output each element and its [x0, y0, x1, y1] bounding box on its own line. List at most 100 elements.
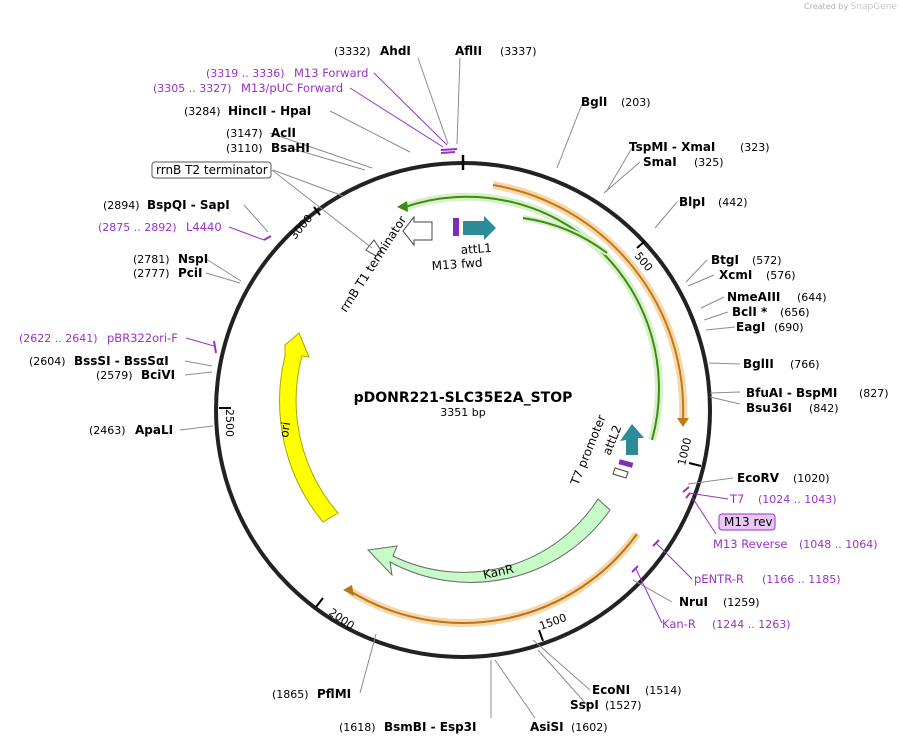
enzyme-ecorv: EcoRV (1020) — [737, 471, 830, 485]
m13rev-feature: M13 rev — [718, 513, 776, 531]
watermark-prefix: Created by — [804, 2, 849, 11]
svg-text:NspI: NspI — [178, 252, 208, 266]
kanr-feature: KanR — [366, 498, 611, 583]
svg-text:(766): (766) — [790, 358, 820, 371]
primer-kanr: Kan-R (1244 .. 1263) — [662, 617, 791, 631]
svg-text:(656): (656) — [780, 306, 810, 319]
green-feature-arc-inner — [522, 215, 609, 256]
primer-m13forward: (3319 .. 3336) M13 Forward — [206, 66, 368, 80]
svg-text:(1259): (1259) — [723, 596, 760, 609]
svg-text:(1020): (1020) — [793, 472, 830, 485]
primer-pbr322ori: (2622 .. 2641) pBR322ori-F — [19, 331, 178, 345]
svg-text:(842): (842) — [809, 402, 839, 415]
svg-text:(442): (442) — [718, 196, 748, 209]
svg-text:(1166 .. 1185): (1166 .. 1185) — [762, 573, 841, 586]
svg-text:1000: 1000 — [675, 436, 694, 466]
svg-text:(2463): (2463) — [89, 424, 126, 437]
svg-text:(1514): (1514) — [645, 684, 682, 697]
svg-text:(3147): (3147) — [226, 127, 263, 140]
enzyme-bsu36i: Bsu36I (842) — [746, 401, 839, 415]
attl1-feature: attL1 M13 fwd — [431, 216, 496, 273]
enzyme-bgli: BglI (203) — [581, 95, 651, 109]
svg-text:BfuAI - BspMI: BfuAI - BspMI — [746, 386, 837, 400]
svg-text:(2604): (2604) — [29, 355, 66, 368]
ori-label: ori — [277, 421, 293, 438]
tick-2500: 2500 — [219, 407, 236, 437]
attl2-feature: attL2 T7 promoter — [567, 413, 644, 488]
enzyme-tspmi: TspMI - XmaI (323) — [629, 140, 770, 154]
svg-text:NmeAIII: NmeAIII — [727, 290, 780, 304]
svg-text:(1618): (1618) — [339, 721, 376, 734]
svg-text:(2781): (2781) — [133, 253, 170, 266]
svg-text:BtgI: BtgI — [711, 253, 739, 267]
svg-text:(1024 .. 1043): (1024 .. 1043) — [758, 493, 837, 506]
svg-text:pBR322ori-F: pBR322ori-F — [107, 331, 178, 345]
svg-text:(2622 .. 2641): (2622 .. 2641) — [19, 332, 98, 345]
white-feature-arrow — [402, 215, 433, 247]
snapgene-brand: SnapGene — [850, 2, 897, 12]
svg-text:(3319 .. 3336): (3319 .. 3336) — [206, 67, 285, 80]
enzyme-hincii: (3284) HincII - HpaI — [184, 104, 311, 118]
m13rev-label: M13 rev — [724, 515, 773, 529]
svg-text:(3110): (3110) — [226, 142, 263, 155]
svg-text:(2894): (2894) — [103, 199, 140, 212]
enzyme-btgi: BtgI (572) — [711, 253, 782, 267]
enzyme-aflii: AflII (3337) — [455, 44, 537, 58]
svg-text:XcmI: XcmI — [719, 268, 752, 282]
orange-feature-arc-bottom — [343, 531, 641, 627]
svg-text:AhdI: AhdI — [380, 44, 411, 58]
enzyme-xcmi: XcmI (576) — [719, 268, 796, 282]
primer-marks — [213, 148, 691, 573]
svg-text:(3284): (3284) — [184, 105, 221, 118]
primer-m13pucforward: (3305 .. 3327) M13/pUC Forward — [153, 81, 343, 95]
enzyme-asisi: AsiSI (1602) — [530, 720, 608, 734]
enzyme-bspqi: (2894) BspQI - SapI — [103, 198, 230, 212]
enzyme-bsmbi: (1618) BsmBI - Esp3I — [339, 720, 476, 734]
svg-text:(2579): (2579) — [96, 369, 133, 382]
svg-text:BssSI - BssSαI: BssSI - BssSαI — [74, 354, 169, 368]
svg-text:(576): (576) — [766, 269, 796, 282]
tick-1000: 1000 — [675, 436, 702, 467]
svg-text:EagI: EagI — [736, 320, 765, 334]
svg-text:(572): (572) — [752, 254, 782, 267]
svg-text:ApaLI: ApaLI — [135, 423, 173, 437]
svg-text:NruI: NruI — [679, 595, 708, 609]
enzyme-pflmi: (1865) PflMI — [272, 687, 351, 701]
svg-text:(325): (325) — [694, 156, 724, 169]
enzyme-acli: (3147) AclI — [226, 126, 296, 140]
svg-text:(323): (323) — [740, 141, 770, 154]
enzyme-nspi: (2781) NspI — [133, 252, 208, 266]
primer-t7: T7 (1024 .. 1043) — [729, 492, 837, 506]
enzyme-bglii: BglII (766) — [743, 357, 820, 371]
svg-text:(3332): (3332) — [334, 45, 371, 58]
svg-text:PciI: PciI — [178, 266, 203, 280]
svg-text:EcoNI: EcoNI — [592, 683, 630, 697]
svg-text:TspMI - XmaI: TspMI - XmaI — [629, 140, 715, 154]
svg-text:BsaHI: BsaHI — [271, 141, 310, 155]
svg-text:(690): (690) — [774, 321, 804, 334]
svg-text:Bsu36I: Bsu36I — [746, 401, 792, 415]
svg-text:Kan-R: Kan-R — [662, 617, 696, 631]
enzyme-bsssi: (2604) BssSI - BssSαI — [29, 354, 169, 368]
enzyme-ahdi: (3332) AhdI — [334, 44, 411, 58]
svg-text:2500: 2500 — [223, 409, 236, 437]
svg-text:BlpI: BlpI — [679, 195, 705, 209]
svg-text:(1048 .. 1064): (1048 .. 1064) — [799, 538, 878, 551]
svg-text:T7: T7 — [729, 492, 744, 506]
plasmid-name: pDONR221-SLC35E2A_STOP — [354, 390, 573, 406]
enzyme-bfuai: BfuAI - BspMI (827) — [746, 386, 889, 400]
kanr-label: KanR — [482, 562, 515, 582]
svg-text:HincII - HpaI: HincII - HpaI — [228, 104, 311, 118]
enzyme-smai: SmaI (325) — [643, 155, 724, 169]
svg-text:SspI: SspI — [570, 698, 599, 712]
svg-text:BglII: BglII — [743, 357, 774, 371]
svg-text:AclI: AclI — [271, 126, 296, 140]
rrnb-t2-label: rrnB T2 terminator — [156, 163, 268, 177]
svg-text:(2875 .. 2892): (2875 .. 2892) — [98, 221, 177, 234]
attl1-label: attL1 — [460, 241, 492, 257]
primer-m13reverse: M13 Reverse (1048 .. 1064) — [713, 537, 878, 551]
enzyme-nrui: NruI (1259) — [679, 595, 760, 609]
enzyme-nmeaiii: NmeAIII (644) — [727, 290, 827, 304]
enzyme-blpi: BlpI (442) — [679, 195, 748, 209]
